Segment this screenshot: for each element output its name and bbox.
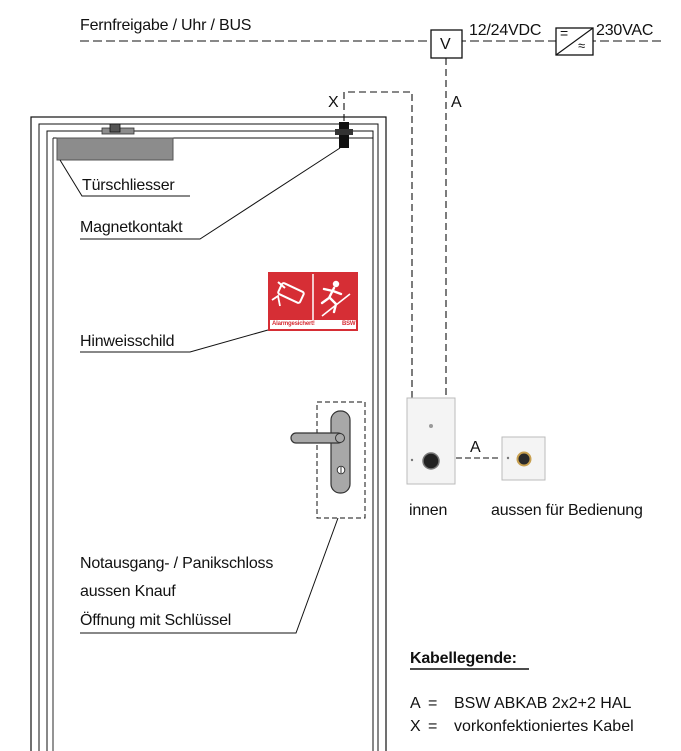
converter-diagonal [555, 27, 594, 56]
sign-brand: BSW [342, 321, 356, 327]
cable-x-label: X [328, 94, 339, 111]
converter-dc-symbol: = [560, 25, 568, 41]
dc-voltage-label: 12/24VDC [469, 22, 542, 39]
cable-a-vertical-label: A [451, 94, 462, 111]
legend-sep: = [428, 718, 438, 735]
voltage-box-label: V [440, 36, 451, 53]
switch-inside-led [429, 424, 433, 428]
sign-label: Hinweisschild [80, 333, 175, 350]
door-leaf [46, 130, 374, 751]
legend-value: vorkonfektioniertes Kabel [454, 718, 634, 735]
cable-a-horizontal-label: A [470, 439, 481, 456]
sign-caption-bar [270, 320, 356, 329]
leader-magnet-contact [80, 147, 341, 240]
bus-label: Fernfreigabe / Uhr / BUS [80, 17, 252, 34]
legend-key: A [410, 695, 421, 712]
magnet-contact-label: Magnetkontakt [80, 219, 183, 236]
handle-plate [330, 410, 351, 494]
legend-value: BSW ABKAB 2x2+2 HAL [454, 695, 632, 712]
camera-icon [271, 281, 305, 307]
leader-lock [80, 517, 339, 634]
lock-area [316, 401, 366, 519]
ac-voltage-label: 230VAC [596, 22, 654, 39]
magnet-contact-plate [335, 129, 353, 135]
switch-inside-plate [406, 397, 456, 485]
running-person-icon [320, 280, 351, 317]
door-frame-mid [38, 123, 379, 751]
door-closer-body [56, 137, 174, 161]
legend-title: Kabellegende: [410, 650, 517, 667]
converter-ac-symbol: ≈ [578, 38, 585, 53]
switch-inside-label: innen [409, 502, 448, 519]
lock-label-line1: Notausgang- / Panikschloss [80, 555, 274, 572]
switch-outside-label: aussen für Bedienung [491, 502, 643, 519]
door-frame-outer [30, 116, 387, 751]
switch-outside-screw [506, 456, 510, 460]
leader-sign [80, 329, 269, 353]
legend-entry-a: A = BSW ABKAB 2x2+2 HAL [410, 695, 631, 713]
cable-x [343, 91, 413, 398]
leader-door-closer [59, 159, 190, 197]
lock-label-line3: Öffnung mit Schlüssel [80, 612, 232, 629]
legend-sep: = [428, 695, 438, 712]
switch-outside-keyhole [516, 451, 532, 467]
switch-inside-screw [410, 458, 414, 462]
sign-caption: Alarmgesichert! [272, 321, 315, 327]
lock-label-line2: aussen Knauf [80, 583, 176, 600]
switch-inside-keyhole [422, 452, 440, 470]
door-closer-label: Türschliesser [82, 177, 175, 194]
legend-key: X [410, 718, 421, 735]
legend-entry-x: X = vorkonfektioniertes Kabel [410, 718, 634, 736]
handle-pivot [335, 433, 345, 443]
door-closer-pivot [109, 123, 121, 133]
